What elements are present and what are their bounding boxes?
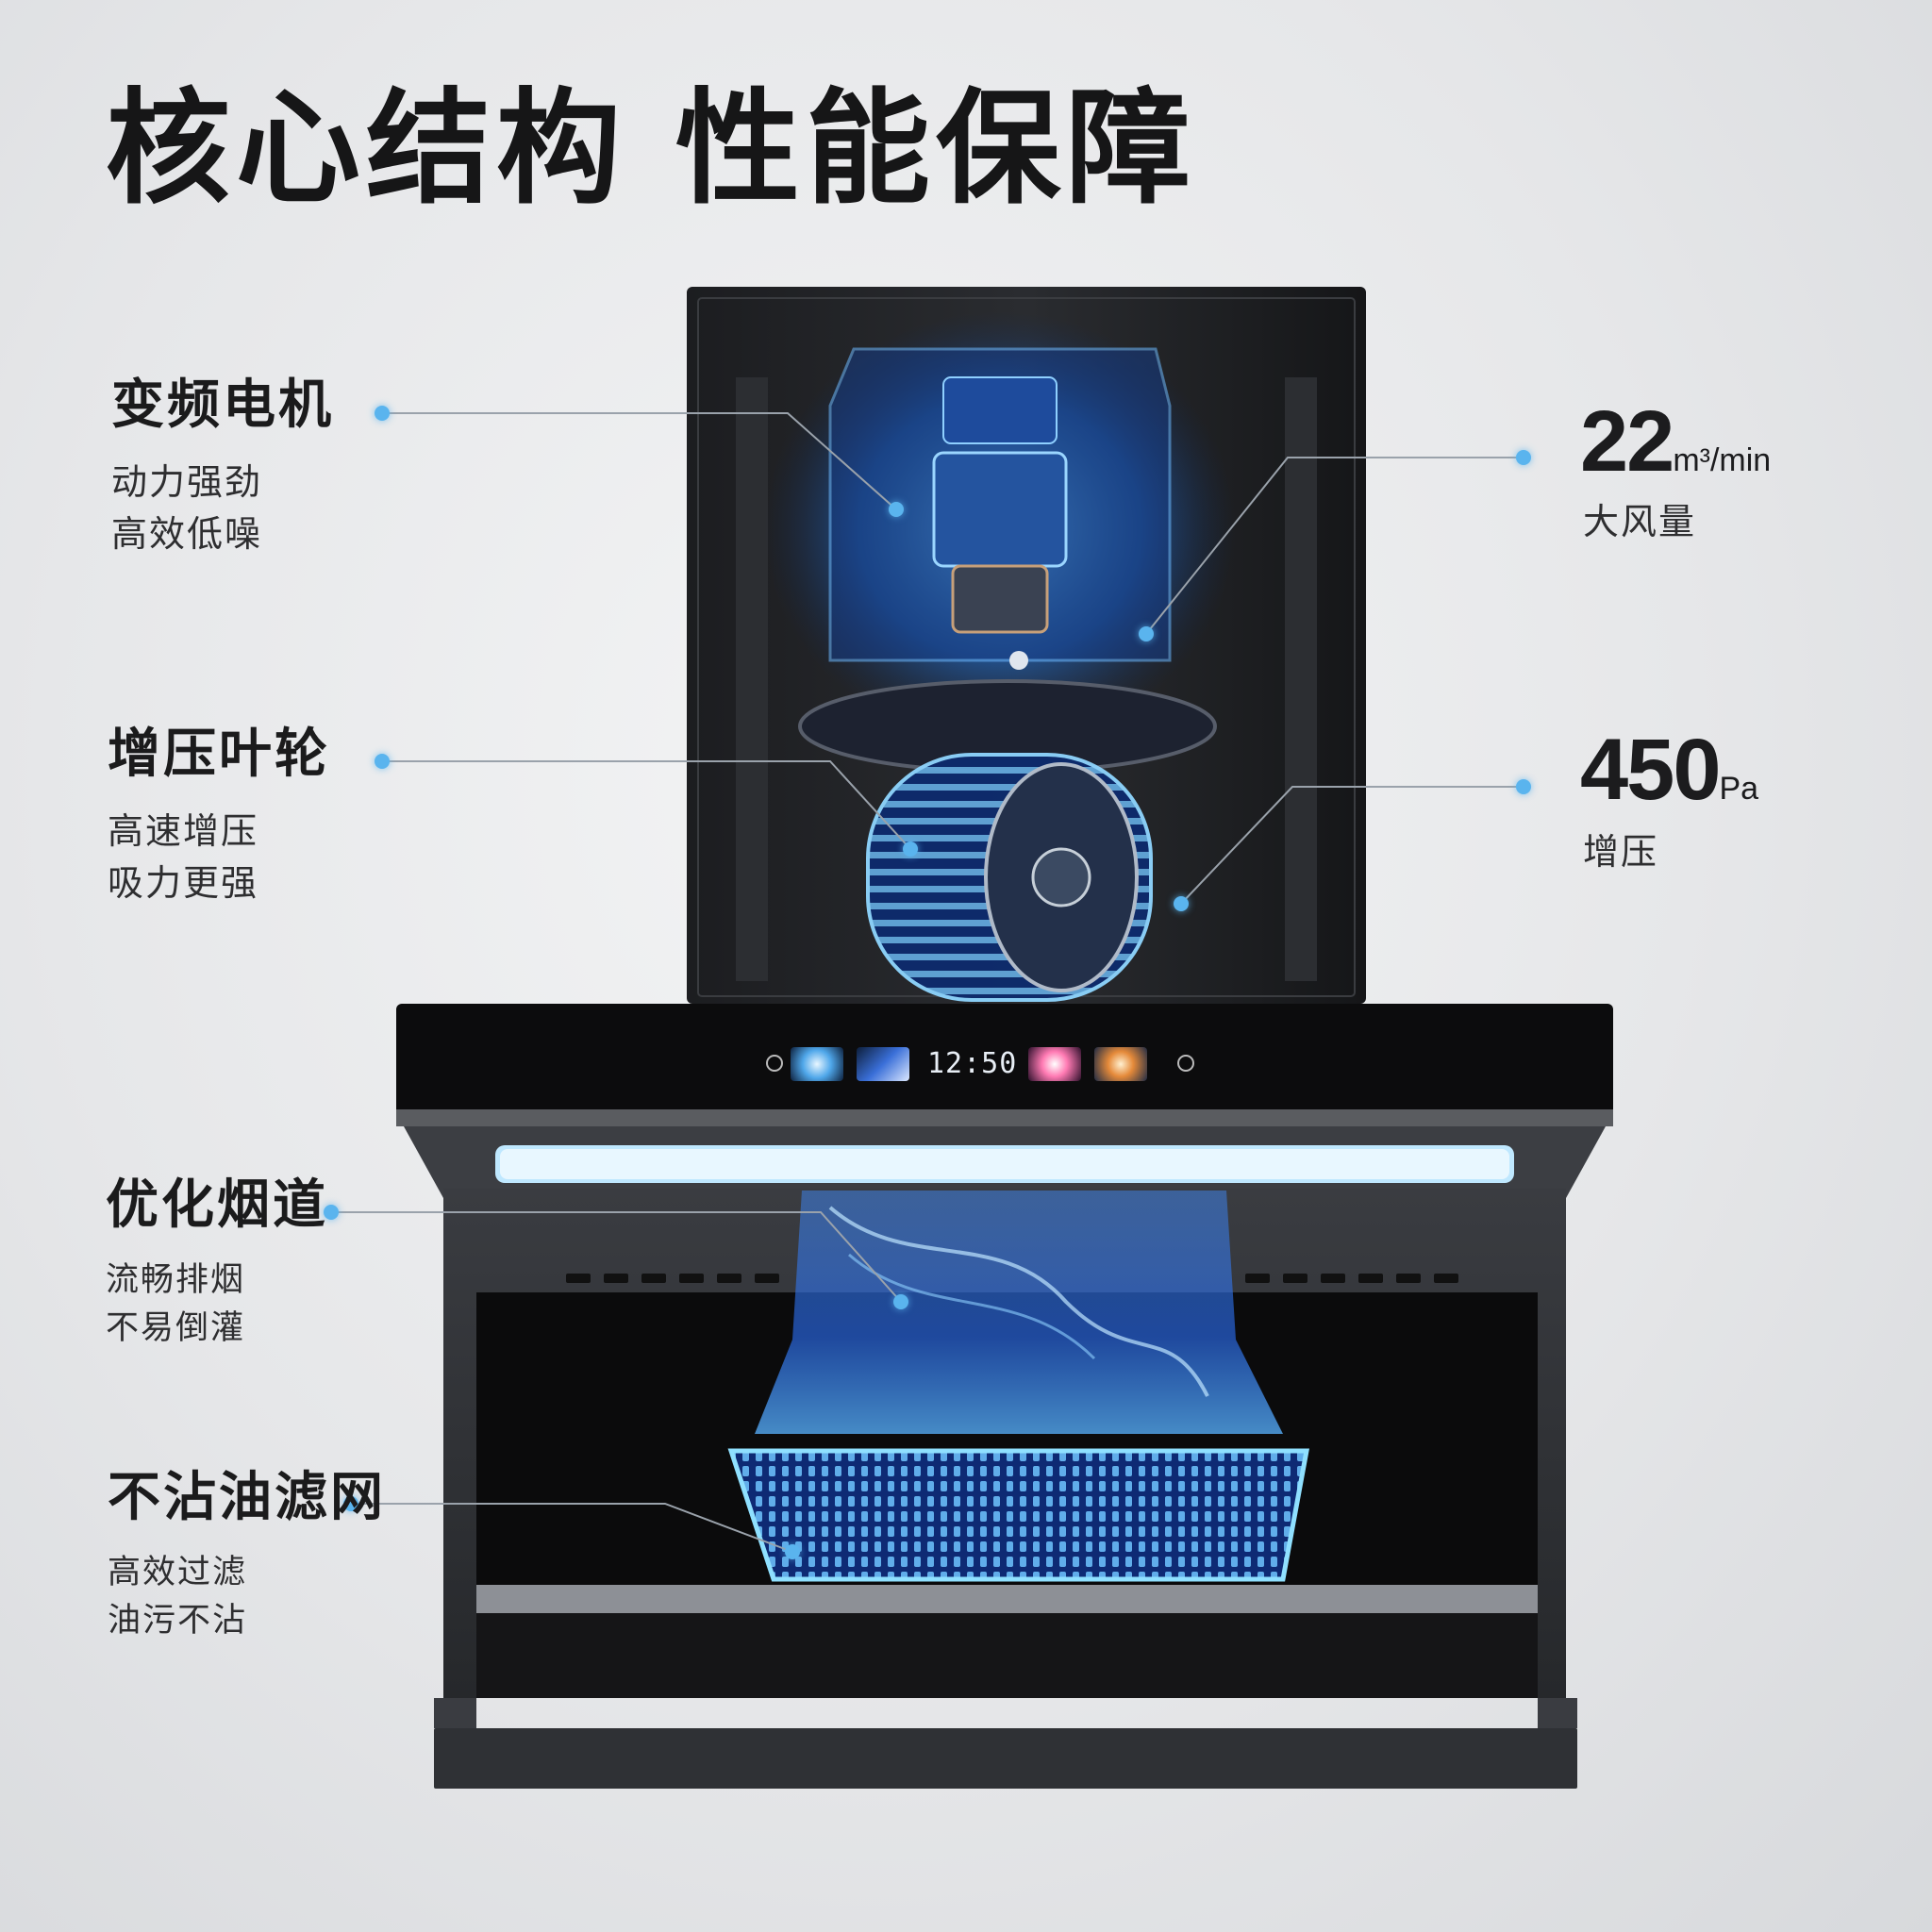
feature-title: 不沾油滤网 [108,1467,386,1528]
airflow-spec: 22m³/min [1580,398,1771,485]
clean-mode-icon[interactable] [1094,1047,1147,1081]
feature-desc-line: 不易倒灌 [106,1308,246,1347]
feature-motor: 变频电机 动力强劲 高效低噪 [111,379,334,560]
airflow-label: 大风量 [1583,501,1697,542]
feature-filter: 不沾油滤网 高效过滤 油污不沾 [108,1472,386,1645]
clock-display: 12:50 [927,1047,1018,1080]
page-title: 核心结构 性能保障 [106,76,1196,222]
airflow-marker-dot [1139,626,1154,641]
impeller-marker-dot [903,841,918,857]
airflow-value: 22 [1580,393,1674,490]
filter-marker-dot [785,1544,800,1559]
flue-label-dot [324,1205,339,1220]
light-mode-icon[interactable] [1028,1047,1081,1081]
pressure-label: 增压 [1583,831,1659,873]
airflow-unit: m³/min [1673,442,1772,478]
feature-desc-line: 吸力更强 [108,862,259,905]
pressure-marker-dot [1174,896,1189,911]
feature-title: 增压叶轮 [108,724,330,785]
feature-desc-line: 动力强劲 [111,461,263,503]
turbo-mode-icon[interactable] [791,1047,843,1081]
feature-impeller: 增压叶轮 高速增压 吸力更强 [108,728,330,909]
feature-title: 优化烟道 [106,1174,328,1236]
pressure-value: 450 [1580,722,1721,818]
airflow-label-dot [1516,450,1531,465]
filter-label-dot [343,1496,358,1511]
fan-mode-icon[interactable] [857,1047,909,1081]
feature-desc-line: 高效过滤 [108,1554,248,1591]
feature-desc-line: 高效低噪 [111,513,263,556]
motor-marker-dot [889,502,904,517]
power-icon[interactable] [766,1055,783,1072]
pressure-label-dot [1516,779,1531,794]
flue-marker-dot [893,1294,908,1309]
feature-desc-line: 油污不沾 [108,1601,248,1640]
feature-desc-line: 流畅排烟 [106,1261,246,1299]
impeller-label-dot [375,754,390,769]
pressure-spec: 450Pa [1580,726,1758,813]
feature-flue: 优化烟道 流畅排烟 不易倒灌 [106,1179,328,1353]
feature-title: 变频电机 [111,375,334,436]
power-icon[interactable] [1177,1055,1194,1072]
pressure-unit: Pa [1719,771,1759,807]
control-panel: 12:50 [755,1036,1208,1092]
motor-label-dot [375,406,390,421]
feature-desc-line: 高速增压 [108,810,259,852]
